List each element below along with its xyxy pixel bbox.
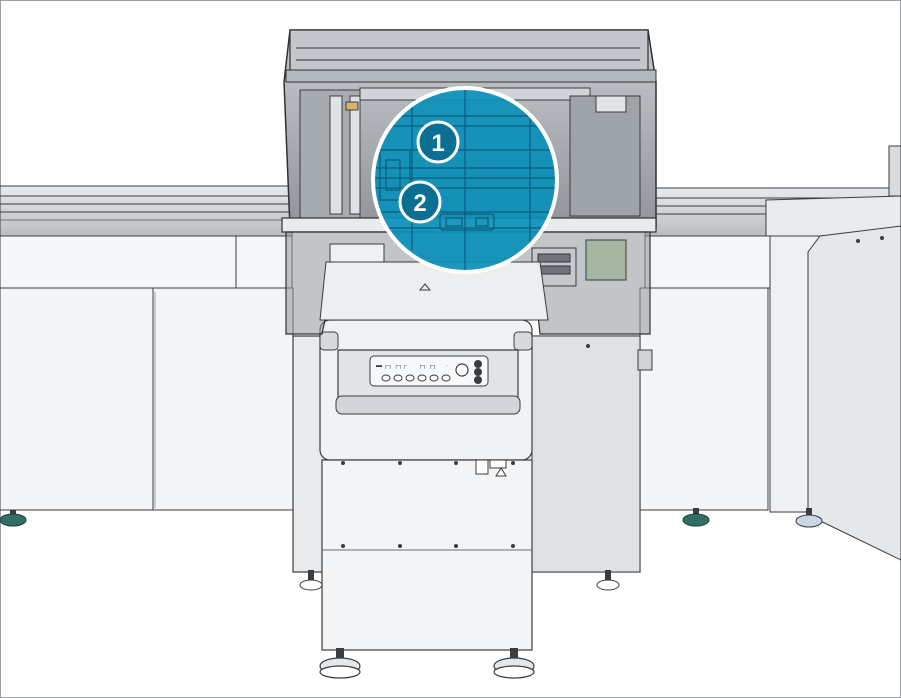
callout-1: 1 xyxy=(416,120,460,164)
foot-teal-left xyxy=(0,510,27,527)
foot-front-left xyxy=(319,648,361,679)
left-conveyor xyxy=(0,185,294,511)
panel-label-b: ┌┐ ┌┐ xyxy=(418,363,437,369)
right-conveyor xyxy=(639,145,901,561)
callout-1-label: 1 xyxy=(431,130,444,157)
panel-label-a: ▬ ┌┐ ┌┐┌ xyxy=(376,363,407,369)
panel-label-c: · xyxy=(446,363,448,369)
highlight-magnifier xyxy=(371,86,559,274)
control-panel: ▬ ┌┐ ┌┐┌ ┌┐ ┌┐ · xyxy=(369,355,489,387)
panel-knob-icon xyxy=(455,363,469,377)
machine-feet xyxy=(0,508,823,679)
callout-2-label: 2 xyxy=(413,190,426,217)
foot-front-right xyxy=(493,648,535,679)
foot-light-right xyxy=(795,508,823,528)
foot-base-left xyxy=(299,570,323,591)
lower-guard xyxy=(285,231,651,335)
callout-2: 2 xyxy=(398,180,442,224)
foot-teal-right xyxy=(682,508,710,527)
foot-base-right xyxy=(596,570,620,591)
